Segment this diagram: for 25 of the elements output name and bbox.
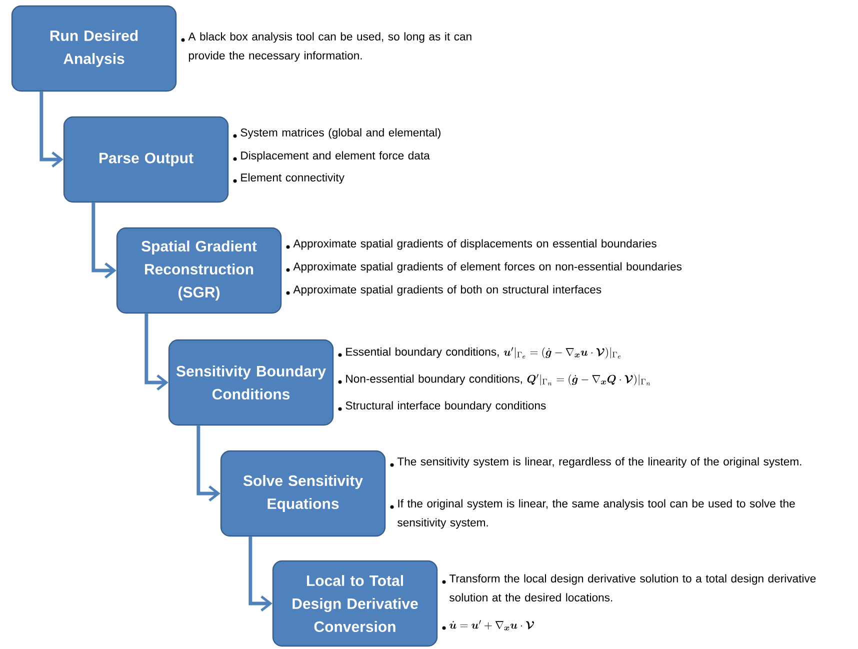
process-box: Sensitivity Boundary Conditions [168, 339, 334, 426]
process-box: Run Desired Analysis [11, 5, 177, 92]
arrow [248, 536, 272, 612]
bullet-text: Approximate spatial gradients of element forces on non-essential boundaries [293, 262, 682, 273]
bullet-text: If the original system is linear, the same analysis tool can be used to solve the sensitivity system. [398, 499, 795, 529]
arrow [144, 314, 168, 390]
bullet-text: Displacement and element force data [241, 151, 430, 162]
process-box: Solve Sensitivity Equations [220, 450, 386, 537]
process-box: Local to Total Design Derivative Conversion [272, 560, 438, 647]
bullet-text: Approximate spatial gradients of displacements on essential boundaries [293, 239, 656, 250]
bullet-text: The sensitivity system is linear, regardless of the linearity of the original system. [397, 457, 802, 468]
bullet-text: Essential boundary conditions, $\bm{u}'|_{\Gamma_e} = (\dot{\bm{g}} - \nabla_{\bm{x}}\bm{u}\cdot\bm{\mathcal{V}})|_{\Gamma_e}$ [346, 347, 621, 358]
bullet-text: Non-essential boundary conditions, $\bm{Q}'|_{\Gamma_n} = (\dot{\bm{g}} - \nabla_{\bm{x}}\bm{Q}\cdot\bm{\mathcal{V}})|_{\Gamma_n}$ [346, 374, 650, 386]
arrow [92, 202, 116, 278]
bullet-text: A black box analysis tool can be used, so long as it can provide the necessary information. [188, 32, 472, 62]
process-box: Spatial Gradient Reconstruction (SGR) [116, 227, 282, 314]
bullet-text: Structural interface boundary conditions [346, 401, 546, 412]
bullet-text: Approximate spatial gradients of both on structural interfaces [293, 285, 602, 296]
arrow [196, 426, 220, 502]
bullet-text: Element connectivity [241, 173, 344, 184]
bullet-text: Transform the local design derivative solution to a total design derivative solution at the desired locations. [449, 574, 816, 602]
bullet-text: $\dot{\bm{u}} = \bm{u}' + \nabla_{\bm{x}}\bm{u}\cdot\bm{\mathcal{V}}$ [450, 620, 534, 630]
bullet-text: System matrices (global and elemental) [240, 128, 440, 139]
arrow [40, 92, 64, 168]
process-box: Parse Output [63, 116, 229, 203]
